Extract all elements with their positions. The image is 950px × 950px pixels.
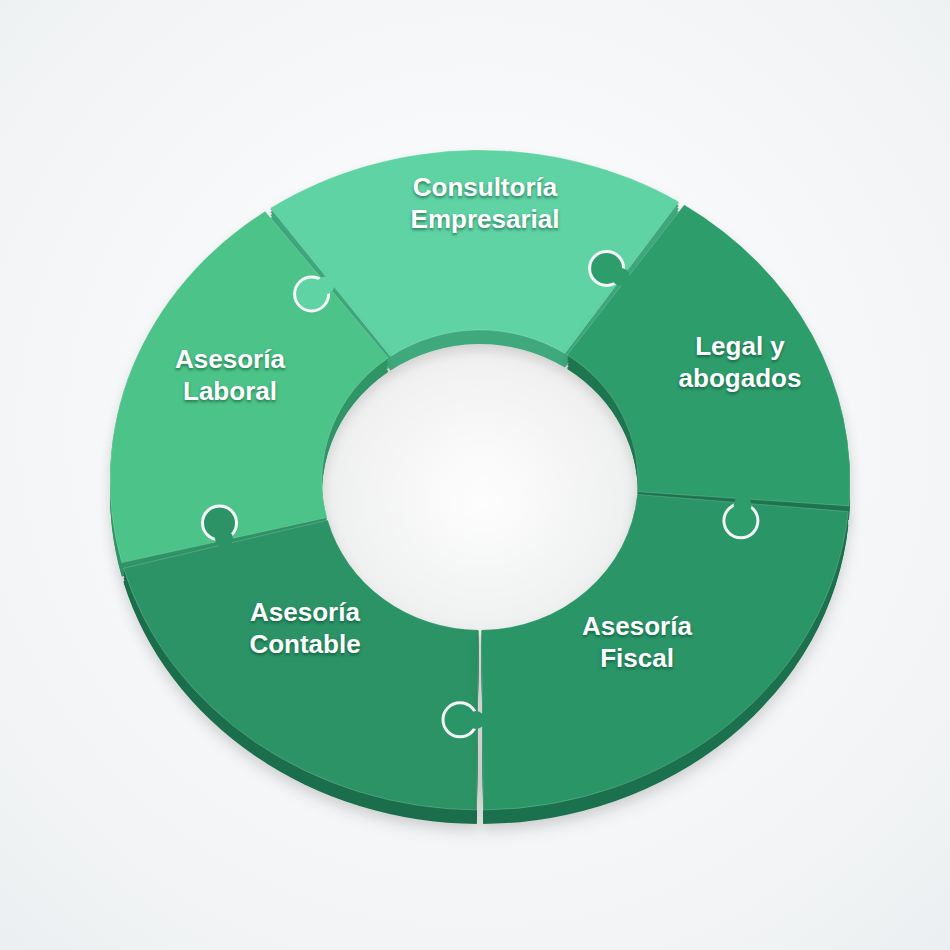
puzzle-knob-neck — [734, 496, 752, 514]
segment-label: Asesoría Contable — [210, 596, 400, 661]
puzzle-knob-neck — [215, 529, 233, 547]
puzzle-segment: Asesoría Contable — [118, 514, 484, 828]
segment-shape — [118, 514, 484, 828]
segment-label: Asesoría Laboral — [135, 343, 325, 408]
segment-label: Legal y abogados — [645, 330, 835, 395]
puzzle-knob-neck — [467, 711, 485, 729]
puzzle-segment: Legal y abogados — [562, 199, 854, 527]
segment-label: Asesoría Fiscal — [542, 610, 732, 675]
segment-label: Consultoría Empresarial — [390, 171, 580, 236]
puzzle-segment: Asesoría Laboral — [106, 205, 394, 583]
puzzle-knob-neck — [316, 277, 334, 295]
puzzle-segment: Asesoría Fiscal — [476, 489, 853, 828]
puzzle-knob-neck — [611, 268, 629, 286]
